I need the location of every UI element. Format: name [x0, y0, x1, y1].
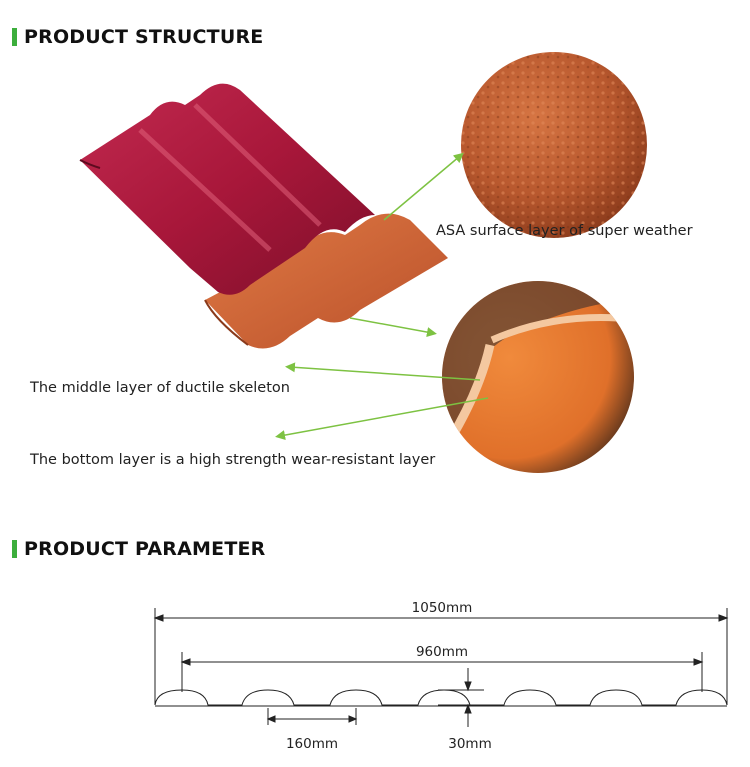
cross-section-closeup	[442, 281, 634, 473]
arrow-surface	[383, 152, 464, 221]
section-title-structure: PRODUCT STRUCTURE	[12, 26, 263, 48]
arrow-middle-a	[349, 317, 437, 338]
section-title-parameter: PRODUCT PARAMETER	[12, 538, 266, 560]
callout-arrows	[275, 152, 489, 441]
structure-illustration	[79, 52, 647, 473]
dim-total-width: 1050mm	[412, 600, 473, 616]
label-middle-layer: The middle layer of ductile skeleton	[30, 380, 290, 396]
tile-orange-layer	[204, 213, 448, 349]
section-title-parameter-text: PRODUCT PARAMETER	[24, 538, 266, 560]
tile-red-layer	[79, 83, 375, 295]
label-bottom-layer: The bottom layer is a high strength wear…	[30, 452, 436, 468]
accent-bar	[12, 28, 17, 46]
dim-wave-pitch: 160mm	[286, 736, 338, 752]
section-title-structure-text: PRODUCT STRUCTURE	[24, 26, 264, 48]
arrow-middle-b	[285, 362, 481, 381]
dim-wave-height: 30mm	[448, 736, 491, 752]
tile-profile	[154, 689, 728, 706]
surface-texture-closeup	[461, 52, 647, 238]
label-surface-layer: ASA surface layer of super weather	[436, 223, 693, 239]
arrow-bottom	[275, 397, 489, 441]
dim-effective-width: 960mm	[416, 644, 468, 660]
accent-bar	[12, 540, 17, 558]
